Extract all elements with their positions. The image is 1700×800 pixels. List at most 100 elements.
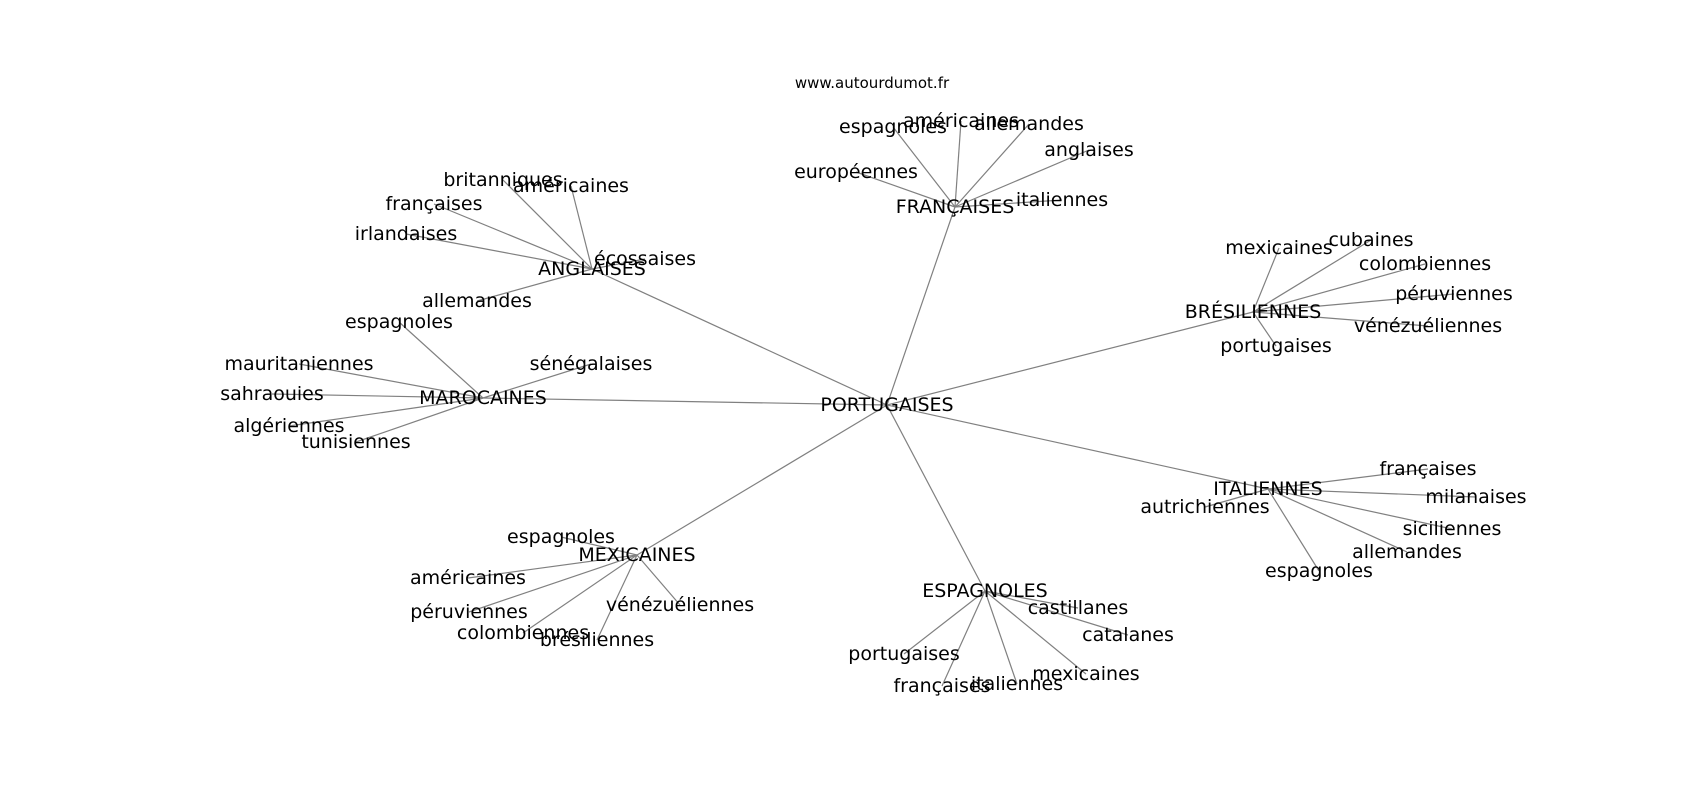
hub-leaf-edge (954, 120, 962, 208)
hub-leaf-edge (482, 363, 592, 399)
hub-leaf-edge (984, 590, 1087, 675)
leaf-node-label: italiennes (971, 673, 1063, 695)
leaf-node-label: américaines (513, 175, 629, 197)
hub-leaf-edge (1252, 247, 1280, 313)
hub-node-label: MEXICAINES (578, 544, 695, 566)
leaf-node-label: colombiennes (457, 622, 589, 644)
leaf-node-label: britanniques (443, 169, 562, 191)
source-url: www.autourdumot.fr (795, 74, 950, 92)
root-hub-edge (886, 311, 1254, 406)
leaf-node-label: sénégalaises (530, 353, 653, 375)
leaf-node-label: allemandes (422, 290, 532, 312)
hub-leaf-edge (855, 171, 956, 208)
leaf-node-label: vénézuéliennes (1354, 315, 1502, 337)
root-hub-edge (886, 206, 956, 406)
hub-leaf-edge (522, 554, 638, 634)
root-node-label: PORTUGAISES (820, 394, 953, 416)
hub-leaf-edge (954, 123, 1030, 208)
hub-leaf-edge (298, 363, 484, 399)
leaf-node-label: françaises (385, 193, 482, 215)
leaf-node-label: siciliennes (1403, 518, 1502, 540)
leaf-node-label: portugaises (1220, 335, 1331, 357)
leaf-node-label: mexicaines (1032, 663, 1139, 685)
hub-leaf-edge (591, 258, 646, 270)
hub-leaf-edge (954, 149, 1090, 208)
leaf-node-label: tunisiennes (301, 431, 410, 453)
root-hub-edge (636, 404, 888, 556)
hub-leaf-edge (1267, 488, 1408, 553)
hub-leaf-edge (355, 397, 484, 443)
hub-leaf-edge (903, 590, 986, 655)
hub-leaf-edge (1267, 468, 1429, 490)
leaf-node-label: mauritaniennes (224, 353, 373, 375)
leaf-node-label: espagnoles (507, 526, 615, 548)
leaf-node-label: américaines (410, 567, 526, 589)
hub-leaf-edge (433, 203, 593, 270)
hub-node-label: BRÉSILIENNES (1185, 300, 1322, 323)
leaf-node-label: vénézuéliennes (606, 594, 754, 616)
hub-leaf-edge (398, 321, 484, 399)
hub-leaf-edge (984, 590, 1018, 685)
root-hub-edge (886, 404, 1269, 490)
hub-node-label: ESPAGNOLES (922, 580, 1048, 602)
leaf-node-label: castillanes (1028, 597, 1129, 619)
hub-node-label: FRANÇAISES (896, 196, 1015, 218)
root-hub-edge (482, 397, 888, 406)
leaf-node-label: péruviennes (410, 601, 528, 623)
hub-leaf-edge (1252, 311, 1429, 327)
hub-leaf-edge (570, 185, 593, 270)
hub-leaf-edge (1267, 488, 1320, 572)
hub-leaf-edge (1252, 311, 1277, 347)
label-layer: PORTUGAISES FRANÇAISES espagnoles américain… (220, 110, 1526, 697)
leaf-node-label: milanaises (1425, 486, 1526, 508)
hub-leaf-edge (984, 590, 1079, 609)
hub-leaf-edge (502, 179, 593, 270)
leaf-node-label: catalanes (1082, 624, 1174, 646)
hub-leaf-edge (1267, 488, 1453, 530)
leaf-node-label: colombiennes (1359, 253, 1491, 275)
hub-leaf-edge (271, 393, 484, 399)
hub-leaf-edge (288, 397, 484, 427)
root-hub-edge (886, 404, 986, 592)
hub-node-label: ITALIENNES (1213, 478, 1322, 500)
leaf-node-label: algériennes (233, 415, 344, 437)
hub-node-label: MAROCAINES (419, 387, 547, 409)
leaf-node-label: cubaines (1328, 229, 1413, 251)
leaf-node-label: sahraouies (220, 383, 324, 405)
leaf-node-label: italiennes (1016, 189, 1108, 211)
leaf-node-label: françaises (893, 675, 990, 697)
hub-leaf-edge (467, 554, 638, 579)
leaf-node-label: portugaises (848, 643, 959, 665)
leaf-node-label: françaises (1379, 458, 1476, 480)
leaf-node-label: mexicaines (1225, 237, 1332, 259)
hub-leaf-edge (954, 199, 1063, 208)
hub-leaf-edge (984, 590, 1129, 636)
hub-leaf-edge (596, 554, 638, 641)
hub-leaf-edge (476, 268, 593, 302)
leaf-node-label: espagnoles (1265, 560, 1373, 582)
hub-leaf-edge (560, 536, 638, 556)
hub-leaf-edge (468, 554, 638, 613)
hub-leaf-edge (1267, 488, 1477, 498)
leaf-node-label: allemandes (1352, 541, 1462, 563)
hub-leaf-edge (1252, 239, 1372, 313)
leaf-node-label: espagnoles (345, 311, 453, 333)
hub-leaf-edge (1204, 488, 1269, 508)
hub-leaf-edge (636, 554, 681, 606)
hub-leaf-edge (1252, 293, 1455, 313)
hub-leaf-edge (941, 590, 986, 687)
hub-node-label: ANGLAISES (538, 258, 646, 280)
hub-leaf-edge (405, 233, 593, 270)
leaf-node-label: espagnoles (839, 116, 947, 138)
leaf-node-label: écossaises (594, 248, 696, 270)
leaf-node-label: péruviennes (1395, 283, 1513, 305)
leaf-node-label: européennes (794, 161, 918, 183)
hub-leaf-edge (892, 126, 956, 208)
root-hub-edge (591, 268, 888, 406)
leaf-node-label: irlandaises (355, 223, 458, 245)
leaf-node-label: anglaises (1044, 139, 1133, 161)
leaf-node-label: allemandes (974, 113, 1084, 135)
leaf-node-label: brésiliennes (540, 629, 654, 651)
leaf-node-label: autrichiennes (1140, 496, 1269, 518)
